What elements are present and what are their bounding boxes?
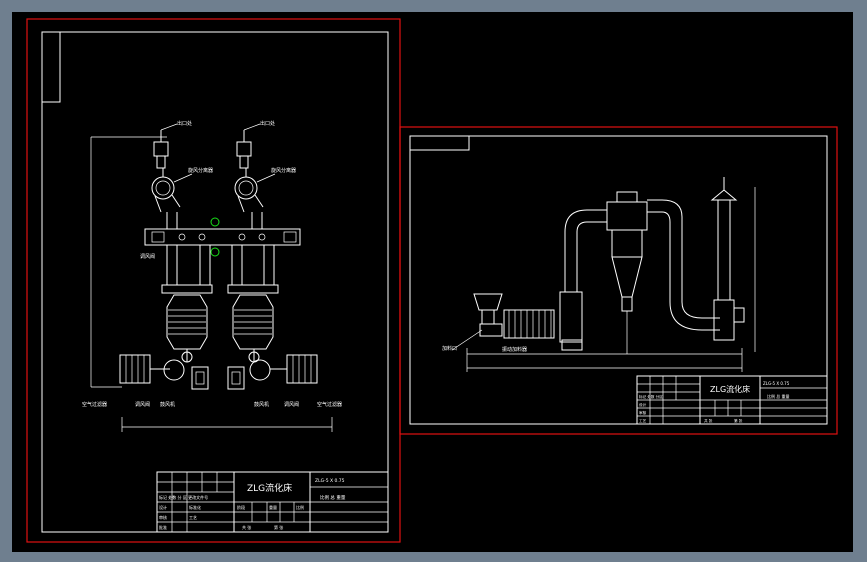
sheet1-filter-left xyxy=(119,354,170,384)
sheet1-label-filter-left: 空气过滤器 xyxy=(82,401,107,408)
sheet1-corner-box xyxy=(42,32,61,103)
sheet1-label-valve-left: 调风阀 xyxy=(135,401,150,408)
sheet1-label-valve-right: 调风阀 xyxy=(284,401,299,408)
sheet1-outlet-right xyxy=(236,123,261,169)
sheet1-fluid-bed xyxy=(144,212,301,246)
sheet1-risers xyxy=(161,244,279,294)
sheet1-sight-glass-top xyxy=(210,217,220,227)
sheet2-tb-r1: 标记 处数 分区 xyxy=(639,394,663,399)
sheet2-corner-box xyxy=(410,136,470,151)
sheet1-frame xyxy=(26,18,401,543)
sheet2-tb-r11: 第 张 xyxy=(734,418,743,423)
sheet2-frame xyxy=(399,126,838,435)
sheet1-tb-r3: 标准化 xyxy=(189,504,201,510)
sheet1-tb-r5: 重量 xyxy=(269,504,277,510)
sheet2-border xyxy=(409,135,828,425)
sheet2-title: ZLG流化床 xyxy=(710,384,750,394)
sheet1-border xyxy=(41,31,389,533)
sheet1-tb-r7: 审核 xyxy=(159,514,167,520)
sheet1-heater-right xyxy=(232,294,274,350)
sheet2-tb-r4: 工艺 xyxy=(639,418,647,423)
sheet1-outlet-left xyxy=(153,123,178,169)
sheet1-fan-left xyxy=(163,349,209,390)
sheet2-feeder xyxy=(451,293,503,351)
sheet2-tb-r10: 共 张 xyxy=(704,418,713,423)
sheet1-cyclone-right xyxy=(234,168,276,213)
sheet1-cyclone-left xyxy=(151,168,193,213)
sheet2-tb-r3: 审核 xyxy=(639,410,647,415)
sheet1-title: ZLG流化床 xyxy=(247,482,292,494)
sheet1-scale-note: 比例 总 重量 xyxy=(320,494,346,501)
sheet2-fluid-bed xyxy=(503,309,555,339)
sheet1-tb-r6: 比例 xyxy=(296,504,304,510)
cad-viewport[interactable]: 出口处 出口处 旋风分离器 旋风分离器 调风阀 xyxy=(12,12,853,552)
sheet1-tb-r9: 批准 xyxy=(159,524,167,530)
sheet1-sight-glass-bottom xyxy=(210,247,220,257)
cad-drawing: 出口处 出口处 旋风分离器 旋风分离器 调风阀 xyxy=(26,18,838,543)
sheet1-drawing-no: ZLG-5 X 0.75 xyxy=(315,478,345,484)
sheet1-heater-left xyxy=(166,294,208,350)
sheet2-label-hopper: 振动加料器 xyxy=(502,346,527,353)
sheet1-label-fan-1: 调风阀 xyxy=(140,253,155,260)
sheet2-outlet-duct xyxy=(647,199,720,331)
sheet1-filter-right xyxy=(270,354,318,384)
sheet1-tb-r8: 工艺 xyxy=(189,515,197,520)
sheet1-label-fan-left: 鼓风机 xyxy=(160,401,175,408)
sheet1-fan-right xyxy=(227,349,271,390)
sheet2-title-block xyxy=(636,375,828,425)
sheet2-riser xyxy=(559,209,607,351)
sheet1-tb-r2: 设计 xyxy=(159,504,167,510)
sheet1-label-filter-right: 空气过滤器 xyxy=(317,401,342,408)
sheet2-tb-r2: 设计 xyxy=(639,402,647,407)
sheet1-tb-r4: 阶段 xyxy=(237,504,245,510)
sheet2-cyclone xyxy=(606,191,648,354)
sheet1-label-fan-right: 鼓风机 xyxy=(254,401,269,408)
sheet1-tb-r10: 共 张 xyxy=(242,524,251,530)
sheet1-label-outlet-1: 出口处 xyxy=(177,120,192,127)
sheet2-scale-note: 比例 总 重量 xyxy=(767,393,790,399)
sheet2-label-inlet: 加料口 xyxy=(442,345,457,352)
sheet1-label-outlet-2: 出口处 xyxy=(260,120,275,127)
sheet1-tb-r1: 标记 处数 分 区 更改文件号 xyxy=(159,494,208,500)
sheet1-label-cyclone-1: 旋风分离器 xyxy=(188,167,213,174)
sheet2-stack xyxy=(710,177,745,341)
sheet1-tb-r11: 第 张 xyxy=(274,524,283,530)
sheet1-label-cyclone-2: 旋风分离器 xyxy=(271,167,296,174)
sheet2-drawing-no: ZLG-5 X 0.75 xyxy=(763,381,790,386)
sheet1-title-block xyxy=(156,471,389,533)
